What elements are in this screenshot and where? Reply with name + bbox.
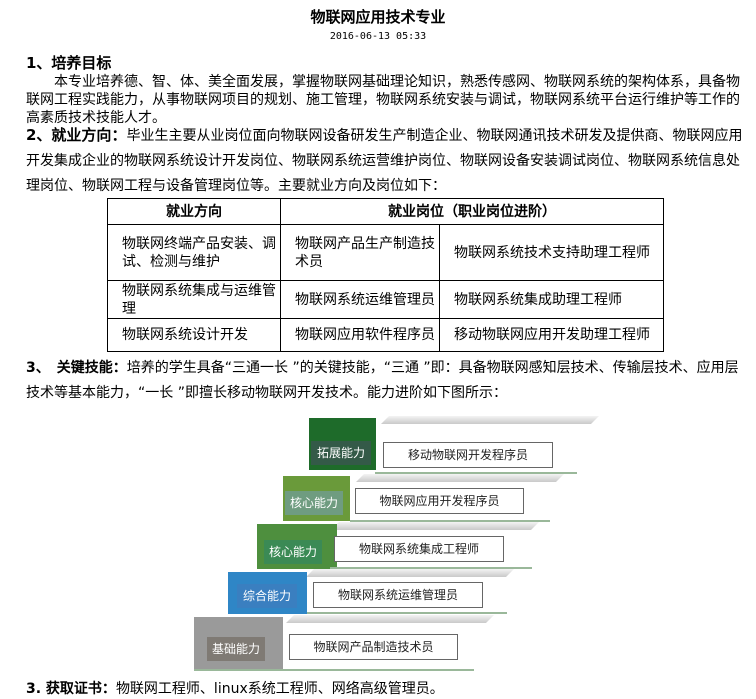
ability-staircase-image: 拓展能力 移动物联网开发程序员 核心能力 物联网应用开发程序员 核心能力 物联网… — [180, 412, 600, 674]
section-key-skills: 3、 关键技能：培养的学生具备“三通一长 ”的关键技能，“三通 ”即：具备物联网… — [26, 356, 746, 406]
table-header: 就业方向 — [107, 198, 281, 225]
stair-tag: 基础能力 — [207, 637, 265, 661]
section-heading: 1、培养目标 — [26, 54, 112, 72]
table-header: 就业岗位（职业岗位进阶） — [280, 198, 664, 225]
colon: ： — [112, 360, 127, 376]
stair-tag: 核心能力 — [285, 491, 343, 515]
table-cell: 物联网系统设计开发 — [107, 318, 281, 352]
table-row: 物联网系统集成与运维管理物联网系统运维管理员物联网系统集成助理工程师 — [107, 280, 664, 319]
section-body: 本专业培养德、智、体、美全面发展，掌握物联网基础理论知识，熟悉传感网、物联网系统… — [26, 74, 740, 126]
stair-job: 物联网系统集成工程师 — [334, 536, 504, 562]
section-body: 毕业生主要从业岗位面向物联网设备研发生产制造企业、物联网通讯技术研发及提供商、物… — [26, 128, 743, 194]
table-cell: 物联网产品生产制造技术员 — [280, 224, 440, 281]
section-body: 培养的学生具备“三通一长 ”的关键技能，“三通 ”即：具备物联网感知层技术、传输… — [26, 360, 739, 401]
page-title: 物联网应用技术专业 — [310, 8, 446, 26]
table-cell: 物联网系统集成与运维管理 — [107, 280, 281, 319]
section-employment: 2、就业方向：毕业生主要从业岗位面向物联网设备研发生产制造企业、物联网通讯技术研… — [26, 123, 746, 199]
stair-job: 移动物联网开发程序员 — [383, 442, 553, 468]
section-heading: 3、 关键技能 — [26, 360, 113, 376]
table-cell: 移动物联网应用开发助理工程师 — [439, 318, 664, 352]
section-training-goal: 1、培养目标 本专业培养德、智、体、美全面发展，掌握物联网基础理论知识，熟悉传感… — [26, 53, 746, 127]
section-heading: 3. 获取证书： — [26, 681, 116, 697]
table-cell: 物联网系统技术支持助理工程师 — [439, 224, 664, 281]
section-heading: 2、就业方向： — [26, 126, 127, 144]
stair-tag: 综合能力 — [237, 584, 297, 608]
stair-tag: 核心能力 — [264, 540, 322, 564]
table-cell: 物联网应用软件程序员 — [280, 318, 440, 352]
stair-job: 物联网产品制造技术员 — [289, 634, 458, 660]
section-body: 物联网工程师、linux系统工程师、网络高级管理员。 — [115, 681, 444, 697]
table-row: 物联网终端产品安装、调试、检测与维护物联网产品生产制造技术员物联网系统技术支持助… — [107, 224, 664, 281]
publish-date: 2016-06-13 05:33 — [329, 31, 427, 42]
stair-job: 物联网应用开发程序员 — [355, 488, 524, 514]
stair-job: 物联网系统运维管理员 — [313, 582, 483, 608]
employment-table: 就业方向就业岗位（职业岗位进阶） 物联网终端产品安装、调试、检测与维护物联网产品… — [107, 198, 664, 352]
table-cell: 物联网系统集成助理工程师 — [439, 280, 664, 319]
section-certificates: 3. 获取证书：物联网工程师、linux系统工程师、网络高级管理员。 — [26, 678, 444, 698]
table-cell: 物联网系统运维管理员 — [280, 280, 440, 319]
table-row: 物联网系统设计开发物联网应用软件程序员移动物联网应用开发助理工程师 — [107, 318, 664, 352]
stair-tag: 拓展能力 — [311, 441, 371, 465]
table-cell: 物联网终端产品安装、调试、检测与维护 — [107, 224, 281, 281]
